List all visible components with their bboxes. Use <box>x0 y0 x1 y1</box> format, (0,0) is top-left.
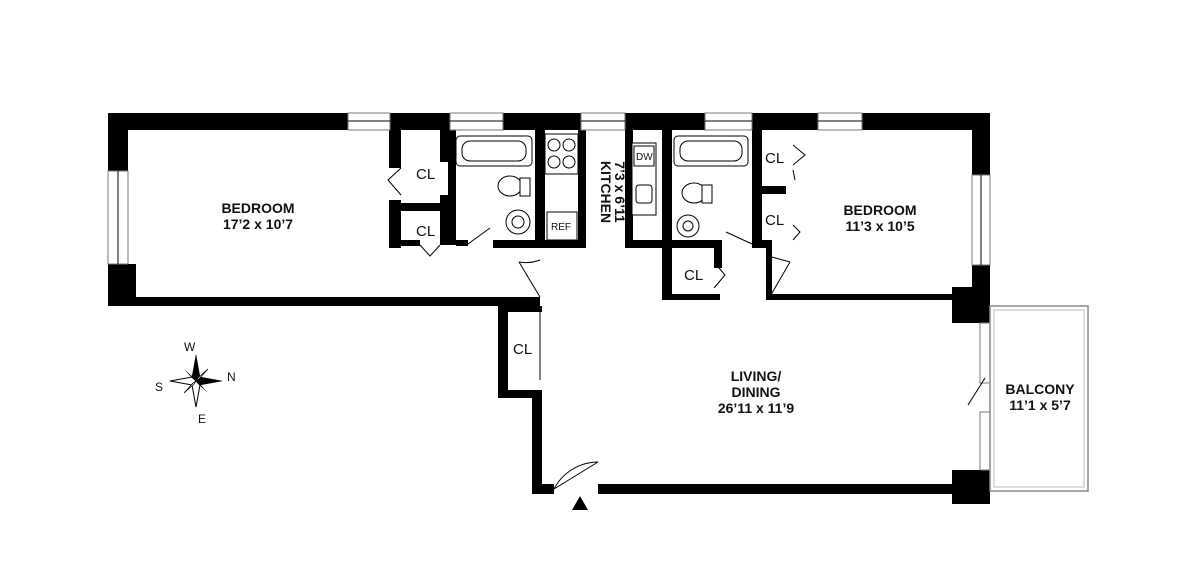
compass-rose-icon: W N S E <box>155 340 236 426</box>
refrigerator-label: REF <box>551 222 571 233</box>
balcony-dims: 11’1 x 5’7 <box>1009 397 1071 413</box>
closet-label: CL <box>765 212 784 229</box>
closet-label: CL <box>416 223 435 240</box>
balcony <box>989 305 1089 492</box>
living-name-line1: LIVING/ <box>731 368 782 384</box>
living-dims: 26’11 x 11’9 <box>718 400 795 416</box>
room-label-kitchen: KITCHEN 7’3 x 6’11 <box>598 161 628 223</box>
walls <box>108 113 990 504</box>
closet-label: CL <box>416 166 435 183</box>
compass-north: N <box>227 370 236 384</box>
closet-label: CL <box>684 267 703 284</box>
entrance-arrow-icon <box>572 496 588 510</box>
kitchen-name: KITCHEN <box>598 161 614 223</box>
bedroom-left-dims: 17’2 x 10’7 <box>223 216 293 232</box>
closet-label: CL <box>765 150 784 167</box>
living-name-line2: DINING <box>732 384 781 400</box>
bedroom-right-name: BEDROOM <box>843 202 916 218</box>
interior-walls <box>389 130 954 312</box>
doors <box>387 144 986 490</box>
dishwasher-label: DW <box>636 152 653 163</box>
room-label-living: LIVING/ DINING 26’11 x 11’9 <box>718 368 795 416</box>
compass-east: E <box>198 412 206 426</box>
balcony-name: BALCONY <box>1005 381 1075 397</box>
compass-west: W <box>184 340 196 354</box>
kitchen-dims: 7’3 x 6’11 <box>612 161 628 223</box>
room-label-bedroom-left: BEDROOM 17’2 x 10’7 <box>221 200 294 232</box>
room-label-bedroom-right: BEDROOM 11’3 x 10’5 <box>843 202 916 234</box>
closet-label: CL <box>513 341 532 358</box>
bedroom-right-dims: 11’3 x 10’5 <box>845 218 915 234</box>
windows <box>107 112 991 471</box>
fixtures <box>455 133 749 241</box>
room-label-balcony: BALCONY 11’1 x 5’7 <box>1005 381 1075 413</box>
compass-south: S <box>155 380 163 394</box>
bedroom-left-name: BEDROOM <box>221 200 294 216</box>
